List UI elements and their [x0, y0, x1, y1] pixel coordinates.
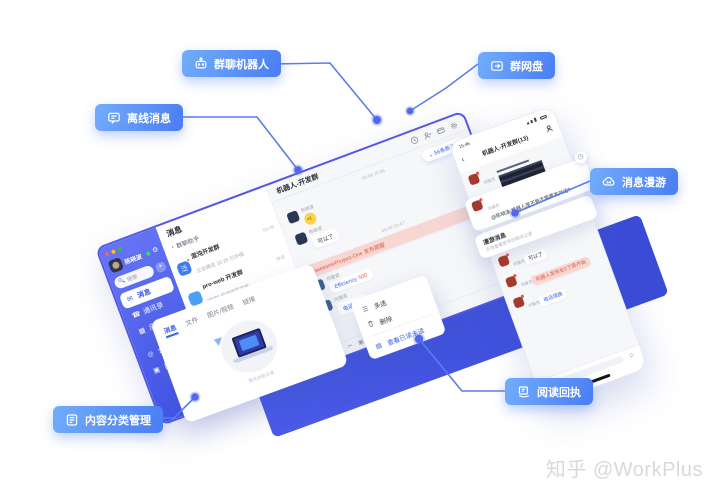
phone-nav-bar: ‹ 机器人-开发群(13) [452, 115, 562, 174]
meeting-icon: ◎ [146, 350, 155, 360]
read-receipt-icon [518, 385, 530, 397]
callout-label: 群网盘 [510, 60, 543, 73]
message-bubble: 电话措施 [538, 287, 569, 307]
calendar-icon: ▣ [152, 366, 162, 376]
search-placeholder: 搜索 [126, 274, 139, 284]
message-bubble: 可以了 [523, 248, 549, 266]
avatar [470, 199, 484, 213]
minimize-window-button[interactable] [110, 249, 117, 255]
history-clock-icon[interactable] [409, 135, 419, 145]
avatar [286, 210, 301, 225]
avatar [512, 295, 526, 309]
back-chevron-icon[interactable]: ‹ [460, 154, 466, 165]
user-name: 陈晓波 [124, 254, 144, 267]
connector-robot [271, 62, 378, 121]
message-check-icon [108, 112, 120, 124]
group-members-icon[interactable] [542, 119, 556, 139]
trash-icon [366, 319, 377, 330]
chat-time: 昨天 [275, 253, 286, 262]
callout-label: 消息漫游 [622, 176, 666, 189]
cloud-icon [602, 176, 615, 186]
message-context-menu: ☰ 多选 删除 ▤ 查看已读未读 [350, 274, 447, 361]
avatar [467, 172, 481, 186]
callout-group-disk: 群网盘 [478, 52, 555, 79]
message-icon: ✉ [126, 295, 135, 304]
close-window-button[interactable] [104, 251, 110, 257]
chat-time: 09:48 [262, 223, 275, 233]
add-member-icon[interactable] [422, 130, 432, 140]
settings-gear-icon[interactable] [449, 120, 459, 130]
avatar [107, 256, 125, 274]
avatar [497, 254, 511, 268]
robot-icon [195, 56, 207, 69]
tab-links[interactable]: 链接 [241, 295, 257, 307]
group-disk-icon[interactable] [436, 125, 446, 135]
callout-label: 阅读回执 [537, 386, 581, 399]
callout-label: 离线消息 [127, 112, 171, 125]
callout-content-management: 内容分类管理 [53, 406, 163, 433]
desktop-app-window: 陈晓波 ⚙ 🔍搜索 + ✉ 消息 ☎ 通讯录 ▦ 应用 ◎ [95, 110, 530, 426]
tab-messages[interactable]: 消息 [162, 321, 179, 339]
tab-media[interactable]: 图片/视频 [206, 303, 235, 320]
connector-offline [175, 116, 299, 171]
share-folder-icon [491, 60, 503, 71]
online-status-dot [145, 250, 151, 256]
apps-grid-icon: ▦ [137, 326, 147, 336]
menu-item-delete[interactable]: 删除 [357, 293, 438, 336]
screenshot-scissors-icon[interactable]: ✂ [347, 343, 354, 351]
callout-read-receipt: 阅读回执 [505, 378, 593, 405]
avatar [504, 275, 518, 289]
phone-mockup: 15:46 ‹ 机器人-开发群(13) 刘俊杰 刘俊杰 @陈晓波 机器人是不是不… [448, 105, 649, 407]
connector-disk [409, 63, 479, 112]
contacts-icon: ☎ [131, 310, 142, 321]
clock-icon: ◷ [573, 149, 589, 166]
document-list-icon [66, 413, 78, 426]
callout-message-roaming: 消息漫游 [590, 168, 678, 195]
tab-files[interactable]: 文件 [184, 316, 200, 328]
sender-name: 刘俊杰 [482, 176, 496, 186]
avatar [175, 257, 193, 277]
menu-item-label: 删除 [378, 315, 394, 327]
callout-label: 群聊机器人 [214, 58, 269, 71]
gear-icon[interactable]: ⚙ [151, 246, 160, 255]
emoji-icon[interactable]: ☺ [626, 350, 636, 360]
menu-item-label: 多选 [372, 299, 388, 311]
watermark: 知乎 @WorkPlus [545, 459, 703, 481]
multiselect-icon: ☰ [361, 304, 370, 314]
sidebar-item-label: 消息 [136, 288, 153, 300]
callout-offline-messages: 离线消息 [95, 104, 183, 131]
callout-group-robot: 群聊机器人 [182, 50, 281, 77]
callout-label: 内容分类管理 [85, 414, 151, 427]
sender-name: 刘俊杰 [487, 202, 501, 212]
maximize-window-button[interactable] [117, 246, 123, 252]
new-chat-button[interactable]: + [154, 260, 168, 274]
chevron-left-icon: ‹ [170, 244, 175, 251]
avatar [294, 231, 309, 246]
emoji-sticker [302, 210, 319, 227]
read-status-icon: ▤ [374, 341, 383, 351]
